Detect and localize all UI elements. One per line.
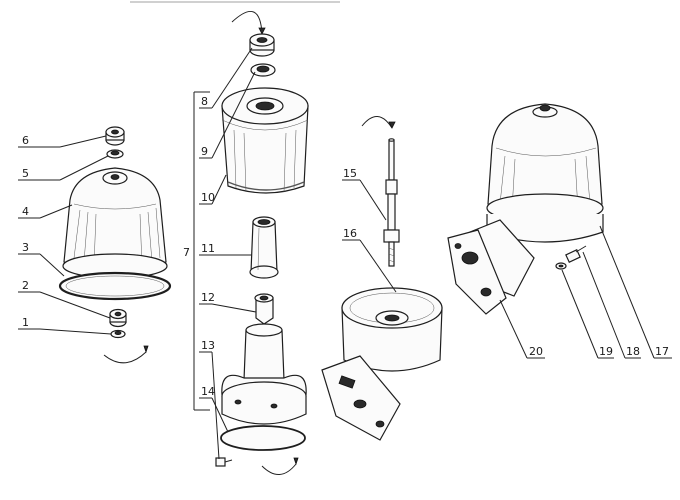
nut-2 — [109, 308, 127, 328]
housing-gasket — [220, 425, 306, 451]
left-filter-group — [58, 126, 172, 364]
rc-leader-lines — [342, 179, 397, 293]
callout-7: 7 — [183, 246, 190, 259]
callout-8: 8 — [201, 95, 208, 108]
callout-1: 1 — [22, 316, 29, 329]
nut-6 — [105, 126, 125, 146]
arrow-head-left — [143, 345, 149, 354]
arrow-head-top — [258, 27, 266, 35]
rotation-arrow-bottom — [261, 463, 297, 475]
callout-13: 13 — [201, 339, 215, 352]
bolt-18 — [565, 249, 581, 263]
callout-18: 18 — [626, 345, 640, 358]
filter-cap-4 — [62, 167, 168, 279]
rotation-arrow-rod — [361, 116, 393, 129]
callout-20: 20 — [529, 345, 543, 358]
callout-10: 10 — [201, 191, 215, 204]
callout-12: 12 — [201, 291, 215, 304]
callout-5: 5 — [22, 167, 29, 180]
left-leader-lines — [18, 135, 112, 335]
callout-9: 9 — [201, 145, 208, 158]
sleeve-11 — [249, 216, 279, 279]
filter-element-10 — [221, 87, 309, 194]
arrow-head-bottom — [293, 457, 299, 466]
right-center-group — [321, 116, 443, 441]
center-column-group — [215, 11, 309, 475]
right-assembled-filter — [447, 103, 604, 315]
callout-15: 15 — [343, 167, 357, 180]
washer-9 — [250, 63, 276, 77]
right-leader-lines — [499, 225, 672, 359]
callout-19: 19 — [599, 345, 613, 358]
housing-body-12 — [221, 293, 307, 425]
callout-6: 6 — [22, 134, 29, 147]
callout-11: 11 — [201, 242, 215, 255]
arrow-head-rod — [388, 121, 396, 129]
nut-8 — [249, 33, 275, 57]
washer-1 — [110, 329, 126, 339]
gasket-3 — [58, 271, 172, 301]
callout-3: 3 — [22, 241, 29, 254]
callout-2: 2 — [22, 279, 29, 292]
filter-base-16 — [321, 287, 443, 441]
callout-4: 4 — [22, 205, 29, 218]
bolt-13 — [215, 457, 233, 467]
callout-16: 16 — [343, 227, 357, 240]
washer-5 — [106, 149, 124, 159]
rotation-arrow-top — [231, 11, 263, 35]
callout-17: 17 — [655, 345, 669, 358]
bracket-7 — [193, 91, 210, 411]
center-leader-lines — [199, 47, 257, 460]
rotation-arrow-left — [103, 351, 147, 364]
callout-14: 14 — [201, 385, 215, 398]
center-rod-15 — [383, 138, 400, 267]
